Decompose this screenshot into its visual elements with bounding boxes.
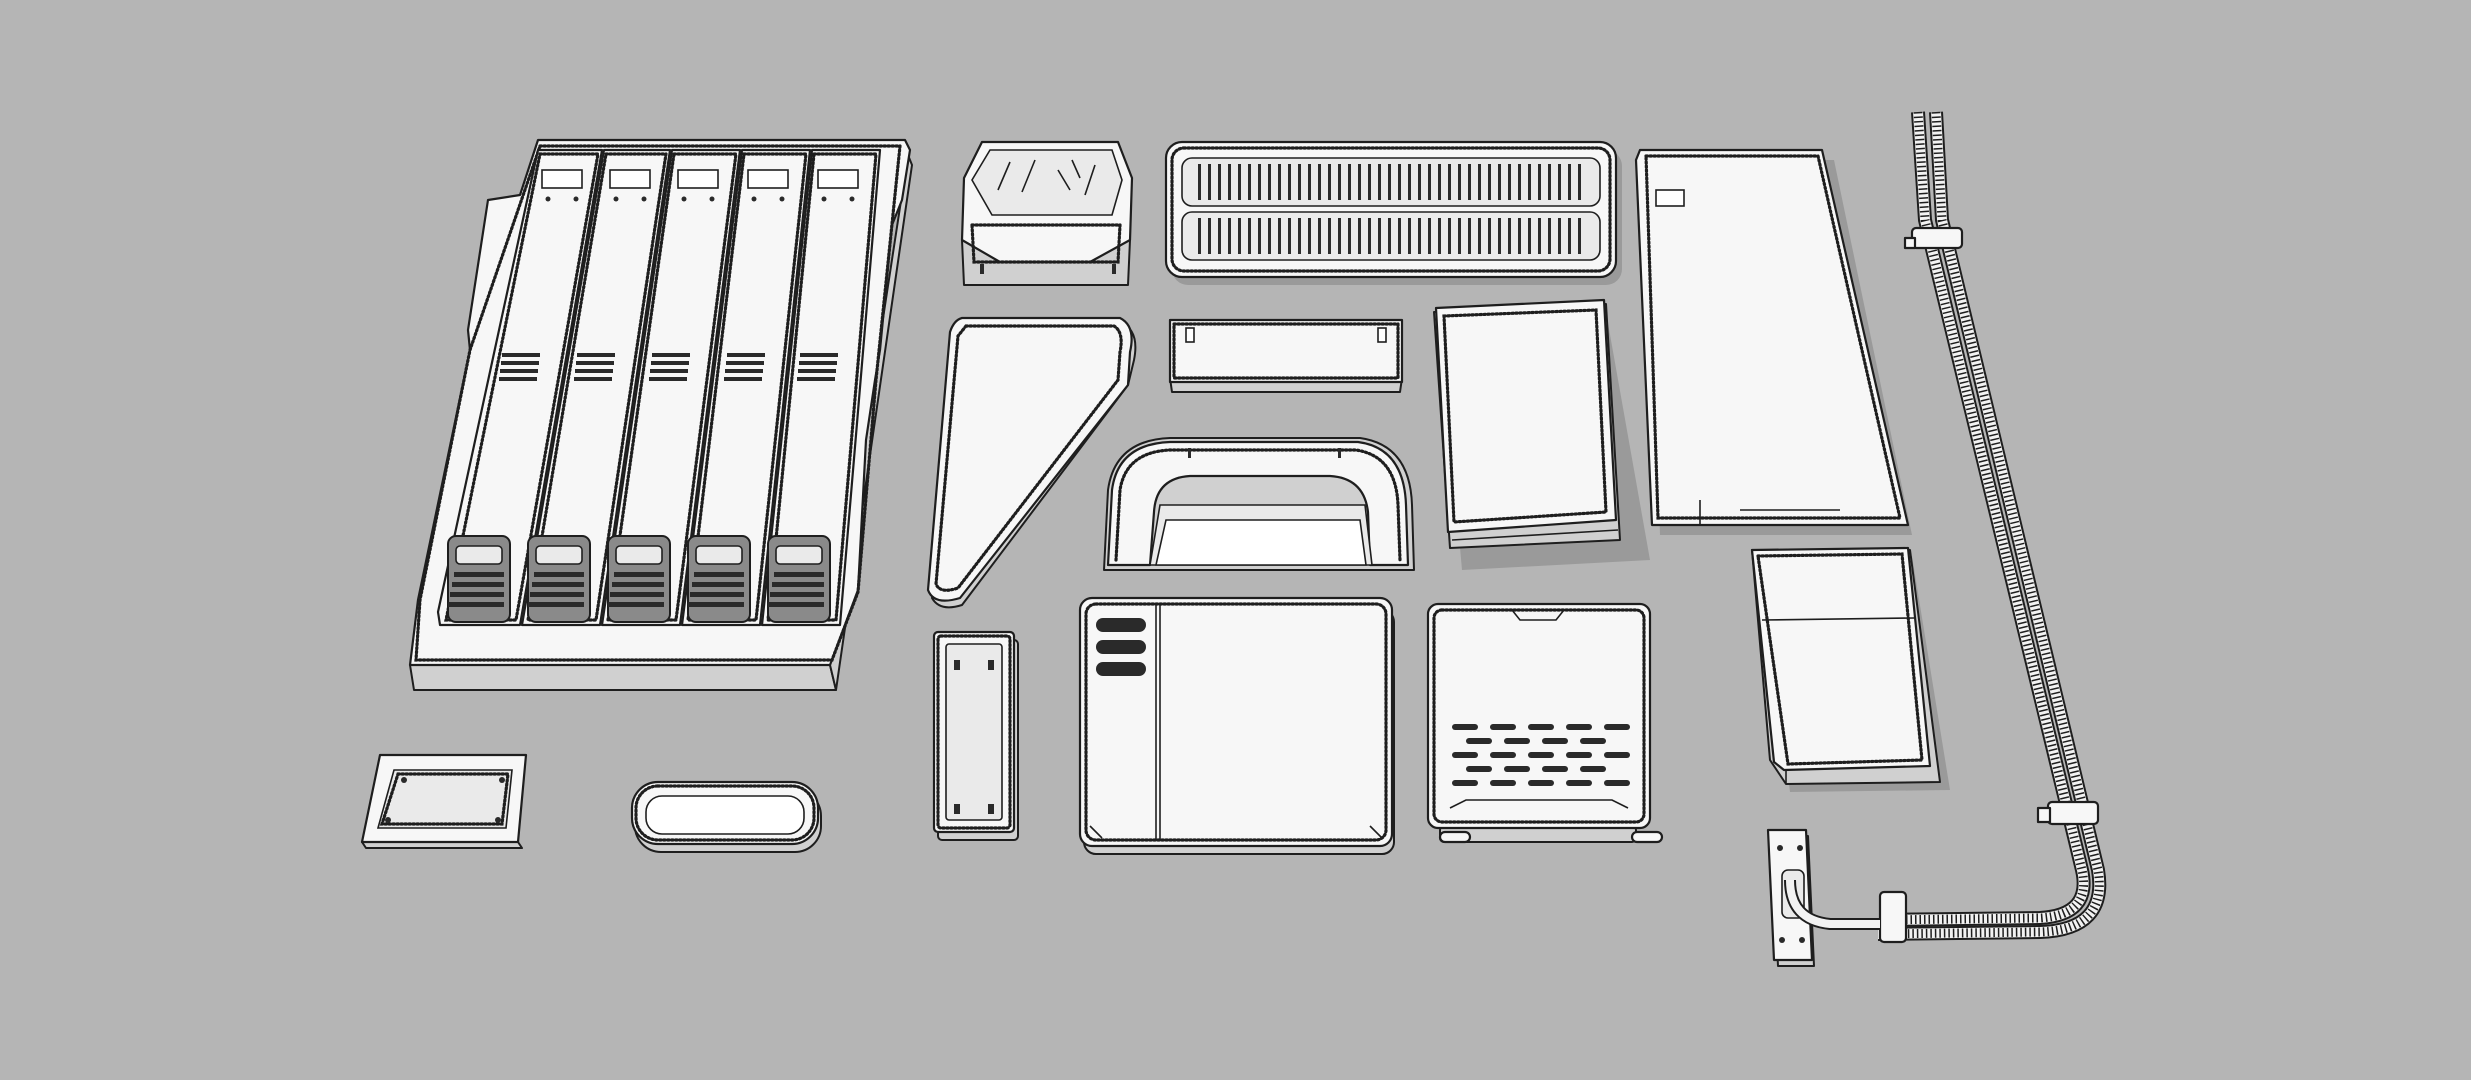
- arch-frame: [1103, 437, 1415, 571]
- locker-5: [760, 148, 882, 627]
- vent-row-bottom: [1198, 218, 1581, 254]
- narrow-frame: [932, 630, 1019, 841]
- pipe-clamp-bottom: [1878, 890, 1908, 944]
- locker-3: [600, 148, 742, 627]
- vent-grille-panel: [1164, 140, 1622, 285]
- vented-panel-slots: [1452, 724, 1630, 786]
- box-panel: [1433, 298, 1650, 570]
- pipe-assembly: [1766, 111, 2107, 967]
- pipe-wall-mount: [1766, 828, 1880, 967]
- locker-2-vents: [574, 353, 615, 381]
- square-panel-vents: [1096, 618, 1146, 676]
- small-block: [1750, 546, 1950, 792]
- oval-frame: [630, 780, 822, 853]
- pipe-clamp-middle: [2036, 800, 2100, 826]
- locker-tray: [408, 138, 913, 691]
- locker-4-vents: [724, 353, 765, 381]
- locker-4-handle: [687, 535, 751, 623]
- locker-3-handle: [607, 535, 671, 623]
- vented-panel: [1426, 602, 1664, 844]
- locker-5-vents: [797, 353, 838, 381]
- locker-1: [436, 148, 604, 627]
- angled-bracket: [960, 140, 1134, 286]
- small-mount-plate: [360, 753, 528, 849]
- locker-3-vents: [649, 353, 690, 381]
- tall-panel: [1634, 148, 1912, 535]
- locker-1-vents: [499, 353, 540, 381]
- locker-1-handle: [447, 535, 511, 623]
- locker-4: [680, 148, 812, 627]
- triangle-plate: [926, 316, 1137, 609]
- locker-5-handle: [767, 535, 831, 623]
- small-slotted-plate: [1168, 318, 1404, 393]
- square-panel: [1078, 596, 1395, 855]
- pipe-clamp-top: [1903, 226, 1964, 250]
- locker-2-handle: [527, 535, 591, 623]
- locker-2: [520, 148, 672, 627]
- vent-row-top: [1198, 164, 1581, 200]
